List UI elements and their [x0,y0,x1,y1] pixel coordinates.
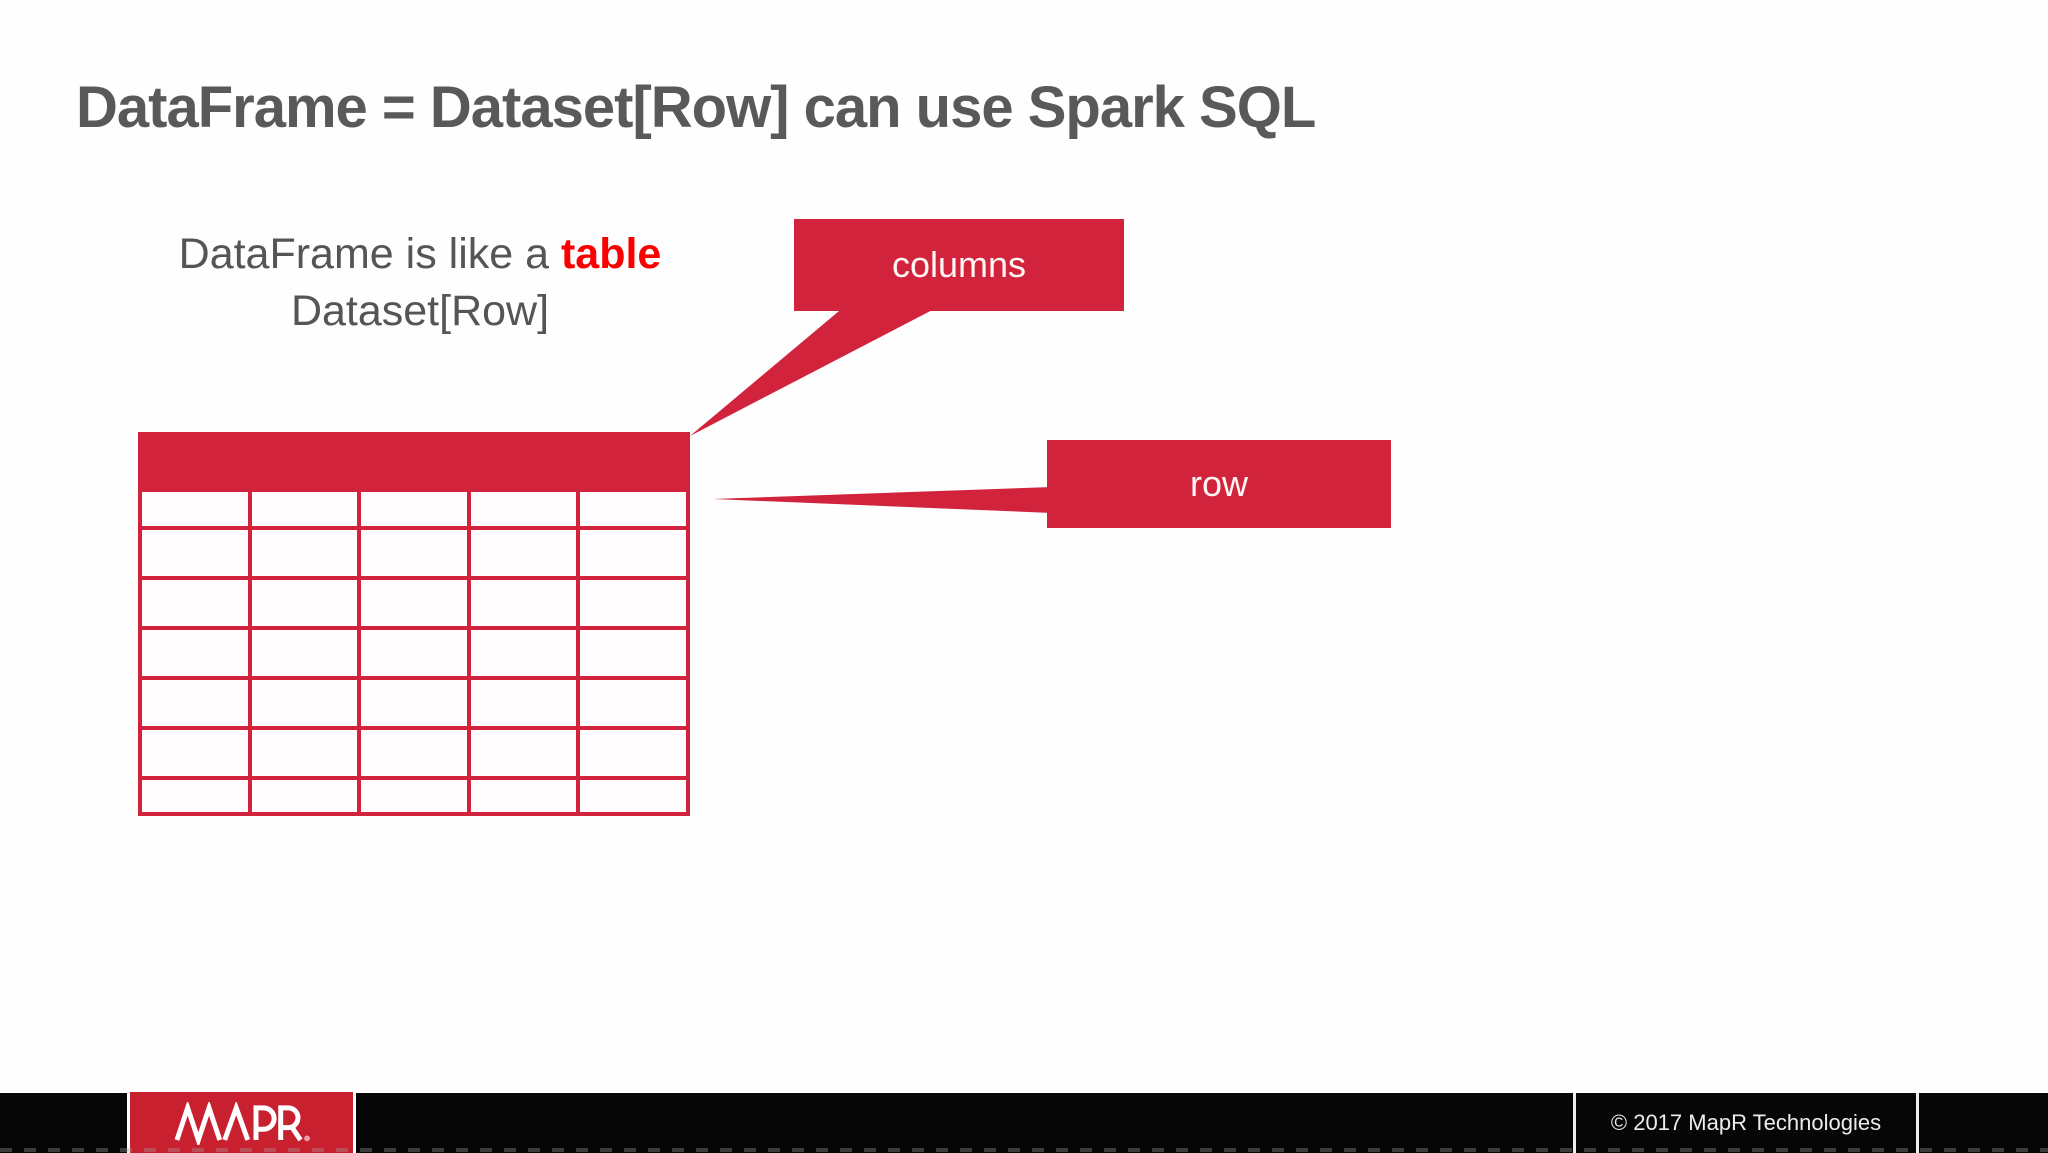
callout-row: row [1047,440,1391,528]
table-cell [361,780,467,812]
callout-columns: columns [794,219,1124,311]
table-cell [470,680,577,726]
footer-divider-right [1916,1093,1919,1153]
table-cell [251,580,358,626]
mapr-logo-glyph [174,1102,310,1145]
table-cell [251,530,358,576]
table-cell [361,492,467,526]
table-cell [142,730,248,776]
subtitle-block: DataFrame is like a table Dataset[Row] [140,226,700,340]
table-cell [251,780,358,812]
table-cell [580,730,686,776]
subtitle-line2: Dataset[Row] [290,287,550,335]
table-cell [580,630,686,676]
table-cell [470,492,577,526]
table-cell [251,680,358,726]
table-grid [138,488,690,816]
mapr-logo: MAPR. [127,1090,356,1153]
table-cell [251,730,358,776]
table-cell [361,730,467,776]
table-cell [361,680,467,726]
table-cell [142,780,248,812]
table-cell [251,630,358,676]
callout-columns-label: columns [891,244,1027,285]
copyright-text: © 2017 MapR Technologies [1610,1110,1882,1135]
subtitle-line1: DataFrame is like a table [140,226,700,283]
columns-callout-tail [690,306,940,436]
table-cell [470,630,577,676]
table-cell [470,780,577,812]
table-cell [470,730,577,776]
table-cell [361,630,467,676]
table-cell [470,580,577,626]
row-callout-tail [713,487,1052,513]
dataframe-table [138,432,690,816]
table-cell [580,680,686,726]
table-cell [580,780,686,812]
table-cell [142,492,248,526]
table-header-row [138,432,690,488]
subtitle-highlight: table [560,230,662,278]
table-cell [470,530,577,576]
table-cell [580,580,686,626]
footer-bar: MAPR. © 2017 MapR Technologies [0,1090,2048,1153]
slide-title: DataFrame = Dataset[Row] can use Spark S… [76,75,1316,140]
table-cell [142,580,248,626]
callout-row-label: row [1189,463,1248,504]
table-cell [142,680,248,726]
table-cell [142,630,248,676]
table-cell [580,530,686,576]
table-cell [142,530,248,576]
subtitle-prefix: DataFrame is like a [178,230,561,278]
table-cell [361,580,467,626]
footer-divider-left [1573,1093,1576,1153]
table-cell [251,492,358,526]
table-cell [580,492,686,526]
footer-dashed-line [0,1148,2048,1152]
table-cell [361,530,467,576]
